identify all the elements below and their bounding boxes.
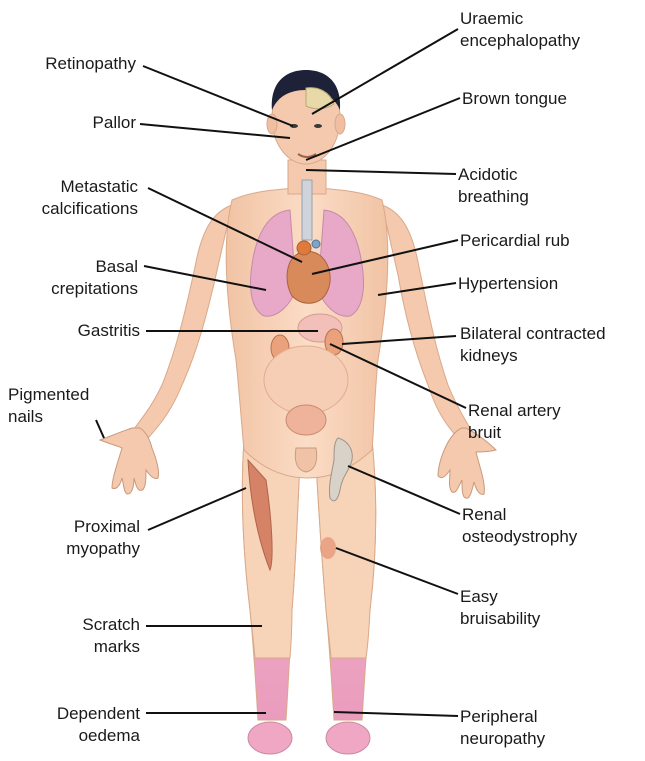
label-pericardial-rub: Pericardial rub [460, 230, 640, 252]
label-proximal-myopathy: Proximal myopathy [4, 516, 140, 560]
label-brown-tongue: Brown tongue [462, 88, 640, 110]
label-retinopathy: Retinopathy [10, 53, 136, 75]
label-peripheral-neuropathy: Peripheral neuropathy [460, 706, 640, 750]
trachea [302, 180, 312, 240]
aortic-arch [297, 241, 311, 255]
line-retinopathy [143, 66, 293, 126]
line-proximal [148, 488, 246, 530]
line-uraemic [312, 29, 458, 114]
label-easy-bruisability: Easy bruisability [460, 586, 640, 630]
line-acidotic [306, 170, 456, 174]
label-metastatic-calcifications: Metastatic calcifications [4, 176, 138, 220]
right-eye [314, 124, 322, 128]
vessel [312, 240, 320, 248]
label-pigmented-nails: Pigmented nails [8, 384, 128, 428]
label-dependent-oedema: Dependent oedema [4, 703, 140, 747]
right-arm [382, 205, 472, 438]
label-renal-artery-bruit: Renal artery bruit [468, 400, 640, 444]
left-hand [100, 428, 159, 494]
left-foot [248, 722, 292, 754]
label-renal-osteodystrophy: Renal osteodystrophy [462, 504, 642, 548]
label-scratch-marks: Scratch marks [4, 614, 140, 658]
label-hypertension: Hypertension [458, 273, 638, 295]
label-gastritis: Gastritis [4, 320, 140, 342]
label-uraemic-encephalopathy: Uraemic encephalopathy [460, 8, 640, 52]
genitals [295, 448, 316, 472]
left-arm [132, 205, 232, 438]
right-foot [326, 722, 370, 754]
label-bilateral-contracted-kidneys: Bilateral contracted kidneys [460, 323, 642, 367]
right-ear [335, 114, 345, 134]
label-basal-crepitations: Basal crepitations [4, 256, 138, 300]
intestines [264, 346, 348, 414]
label-acidotic-breathing: Acidotic breathing [458, 164, 638, 208]
bladder [286, 405, 326, 435]
bruise [320, 537, 336, 559]
label-pallor: Pallor [10, 112, 136, 134]
